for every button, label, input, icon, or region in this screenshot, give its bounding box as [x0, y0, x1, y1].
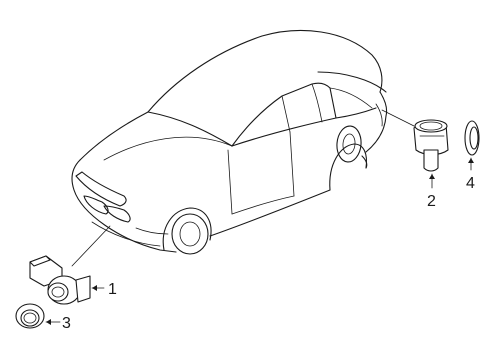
parking-sensor-rear	[413, 119, 449, 172]
callout-4: 4	[466, 157, 475, 192]
parking-sensor-front	[29, 255, 91, 305]
callout-2: 2	[427, 173, 436, 210]
callout-number-1: 1	[108, 281, 117, 298]
sensor-ring-rear	[464, 120, 480, 156]
callout-1: 1	[91, 281, 117, 298]
callout-number-4: 4	[466, 175, 475, 192]
car-illustration	[71, 29, 415, 267]
callout-3: 3	[45, 315, 71, 332]
callout-number-3: 3	[62, 315, 71, 332]
sensor-ring-front	[15, 303, 45, 329]
callout-number-2: 2	[427, 193, 436, 210]
